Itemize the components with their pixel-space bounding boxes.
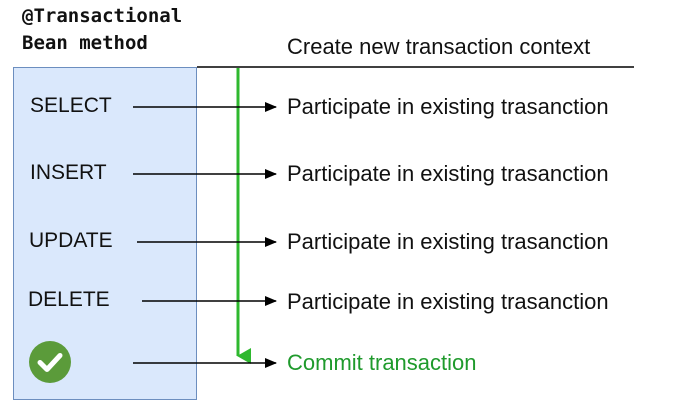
insert-result-label: Participate in existing trasanction bbox=[287, 161, 609, 186]
operation-select-label: SELECT bbox=[30, 94, 112, 117]
delete-result-label: Participate in existing trasanction bbox=[287, 289, 609, 314]
operation-insert-label: INSERT bbox=[30, 161, 107, 184]
context-label: Create new transaction context bbox=[287, 34, 591, 59]
annotation-title-line1: @Transactional bbox=[22, 5, 183, 27]
select-result-label: Participate in existing trasanction bbox=[287, 94, 609, 119]
operation-update-label: UPDATE bbox=[29, 229, 113, 252]
check-circle-icon bbox=[29, 341, 71, 383]
update-result-label: Participate in existing trasanction bbox=[287, 229, 609, 254]
commit-result-label: Commit transaction bbox=[287, 350, 477, 375]
operation-delete-label: DELETE bbox=[28, 288, 110, 311]
annotation-title-line2: Bean method bbox=[22, 32, 148, 54]
